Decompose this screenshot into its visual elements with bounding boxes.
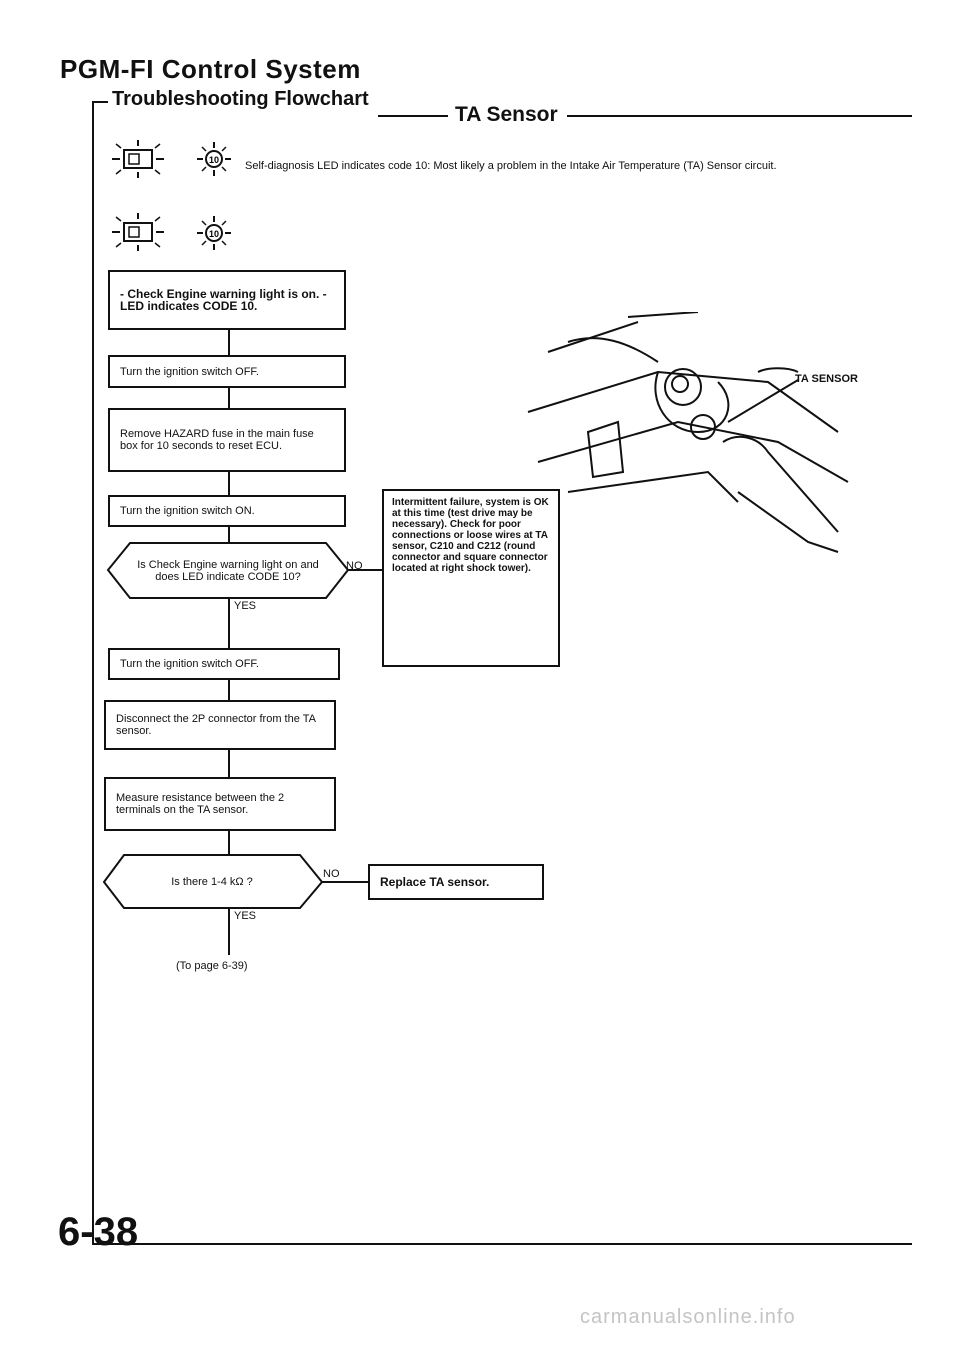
header-rule (378, 115, 448, 117)
step-ignition-on: Turn the ignition switch ON. (108, 495, 346, 527)
page-title: PGM-FI Control System (60, 54, 361, 84)
check-engine-icon (112, 213, 164, 251)
header-rule (567, 115, 912, 117)
section-title: Troubleshooting Flowchart (112, 88, 369, 110)
decision2-no-label: NO (323, 868, 340, 880)
decision1-no-label: NO (346, 560, 363, 572)
subsection-title: TA Sensor (455, 103, 558, 126)
intro-text: Self-diagnosis LED indicates code 10: Mo… (245, 160, 777, 172)
left-margin-rule (92, 101, 94, 1243)
step-check-engine-light: - Check Engine warning light is on. - LE… (108, 270, 346, 330)
replace-ta-sensor-box: Replace TA sensor. (368, 864, 544, 900)
decision1-yes-label: YES (234, 600, 257, 612)
footer-rule (92, 1243, 912, 1245)
decision-check-engine-code: Is Check Engine warning light on and doe… (137, 559, 319, 583)
led-code-icon: 10 (197, 142, 231, 176)
step-disconnect-connector: Disconnect the 2P connector from the TA … (104, 700, 336, 750)
ta-sensor-label: TA SENSOR (795, 373, 858, 385)
page-number: 6-38 (58, 1210, 139, 1254)
led-code-icon: 10 (197, 216, 231, 250)
check-engine-icon (112, 140, 164, 178)
header-rule (92, 101, 108, 103)
ta-sensor-illustration (527, 312, 849, 553)
decision-resistance: Is there 1-4 kΩ ? (171, 876, 253, 888)
continue-page-ref: (To page 6-39) (176, 960, 248, 972)
step-ignition-off-2: Turn the ignition switch OFF. (108, 648, 340, 680)
intermittent-failure-note: Intermittent failure, system is OK at th… (382, 489, 560, 667)
svg-text:10: 10 (209, 229, 219, 239)
step-ignition-off: Turn the ignition switch OFF. (108, 355, 346, 388)
step-remove-hazard-fuse: Remove HAZARD fuse in the main fuse box … (108, 408, 346, 472)
decision2-yes-label: YES (234, 910, 257, 922)
svg-text:10: 10 (209, 155, 219, 165)
step-measure-resistance: Measure resistance between the 2 termina… (104, 777, 336, 831)
site-watermark: carmanualsonline.info (580, 1306, 796, 1328)
